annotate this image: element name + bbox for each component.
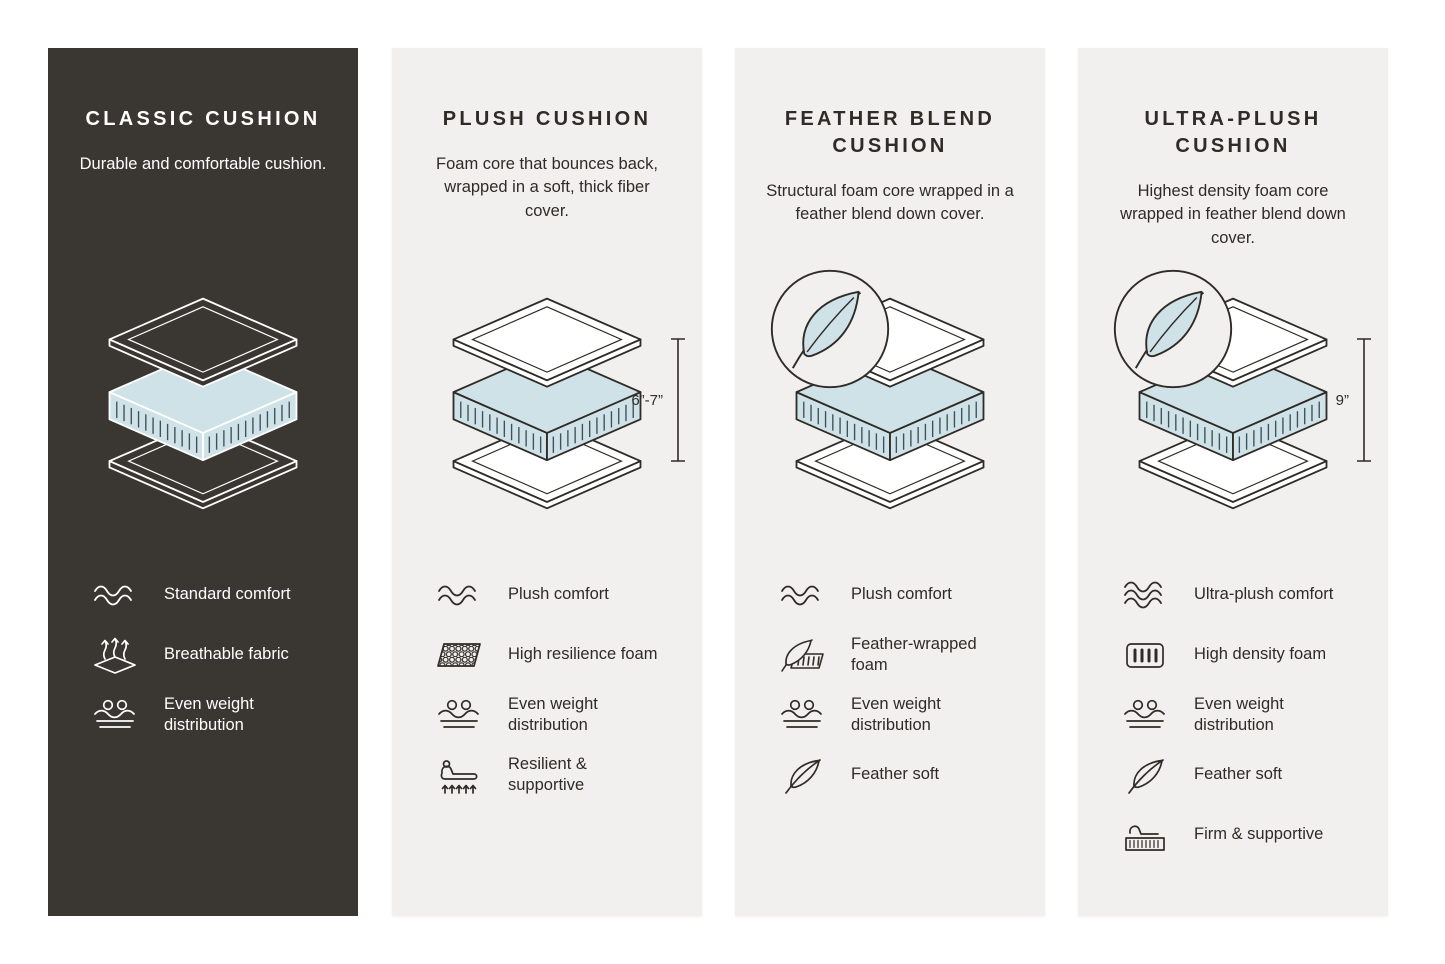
waves-icon (436, 575, 482, 615)
waves3-icon (1122, 575, 1168, 615)
measurement-line-icon (671, 338, 685, 462)
density-icon (1122, 635, 1168, 675)
measurement-line-icon (1357, 338, 1371, 462)
feature-label: Feather soft (851, 765, 940, 784)
feature-item: Breathable fabric (92, 632, 342, 678)
feature-item: Feather soft (779, 752, 1029, 798)
panel-plush-cushion: PLUSH CUSHION Foam core that bounces bac… (392, 48, 702, 916)
firm-icon (1122, 815, 1168, 855)
panel-title: FEATHER BLEND CUSHION (784, 108, 996, 157)
feature-item: Feather-wrapped foam (779, 632, 1029, 678)
feature-item: Feather soft (1122, 752, 1372, 798)
panel-description: Durable and comfortable cushion. (79, 155, 327, 173)
feature-item: Even weight distribution (92, 692, 342, 738)
feature-item: Plush comfort (436, 572, 686, 618)
cushion-layers-diagram (429, 293, 665, 513)
feature-item: High resilience foam (436, 632, 686, 678)
feature-item: Plush comfort (779, 572, 1029, 618)
feature-label: Resilient & supportive (508, 754, 587, 794)
feather-icon (779, 755, 825, 795)
cushion-layers-diagram (85, 293, 321, 513)
thickness-measurement: 9” (1336, 338, 1372, 462)
feather-badge-icon (1111, 267, 1235, 396)
thickness-measurement: 6”-7” (631, 338, 686, 462)
weight-icon (1122, 695, 1168, 735)
weight-icon (436, 695, 482, 735)
panel-title: PLUSH CUSHION (442, 108, 652, 130)
feature-label: Breathable fabric (164, 645, 289, 664)
feature-item: Standard comfort (92, 572, 342, 618)
feature-label: High density foam (1194, 645, 1327, 664)
cushion-layers-icon (429, 293, 665, 513)
waves-icon (779, 575, 825, 615)
panel-title: ULTRA-PLUSH CUSHION (1144, 108, 1322, 157)
panel-description: Highest density foam core wrapped in fea… (1120, 182, 1346, 247)
thickness-label: 9” (1335, 391, 1349, 409)
feature-label: Feather-wrapped foam (851, 634, 977, 674)
feature-label: Even weight distribution (1194, 694, 1284, 734)
panel-title: CLASSIC CUSHION (85, 108, 321, 130)
feature-label: Even weight distribution (851, 694, 941, 734)
feature-label: Feather soft (1194, 765, 1283, 784)
cushion-layers-diagram (772, 293, 1008, 513)
weight-icon (92, 695, 138, 735)
feather-badge-icon (768, 267, 892, 396)
breathable-icon (92, 635, 138, 675)
feature-label: Even weight distribution (508, 694, 598, 734)
feature-label: Firm & supportive (1194, 825, 1324, 844)
feature-item: Even weight distribution (1122, 692, 1372, 738)
feature-label: Ultra-plush comfort (1194, 585, 1334, 604)
panel-description: Foam core that bounces back, wrapped in … (436, 155, 658, 220)
feature-item: Even weight distribution (436, 692, 686, 738)
cushion-layers-diagram (1115, 293, 1351, 513)
feature-label: Plush comfort (851, 585, 952, 604)
lounge-icon (436, 755, 482, 795)
weight-icon (779, 695, 825, 735)
feature-item: Ultra-plush comfort (1122, 572, 1372, 618)
feature-item: High density foam (1122, 632, 1372, 678)
feature-label: Standard comfort (164, 585, 291, 604)
waves-icon (92, 575, 138, 615)
feature-item: Resilient & supportive (436, 752, 686, 798)
feature-label: Plush comfort (508, 585, 609, 604)
panel-classic-cushion: CLASSIC CUSHION Durable and comfortable … (48, 48, 358, 916)
honeycomb-icon (436, 635, 482, 675)
feature-item: Firm & supportive (1122, 812, 1372, 858)
feather-icon (1122, 755, 1168, 795)
feature-label: Even weight distribution (164, 694, 254, 734)
thickness-label: 6”-7” (631, 391, 663, 409)
feature-label: High resilience foam (508, 645, 658, 664)
feather-foam-icon (779, 635, 825, 675)
feature-item: Even weight distribution (779, 692, 1029, 738)
cushion-layers-icon (85, 293, 321, 513)
panel-feather-blend-cushion: FEATHER BLEND CUSHION Structural foam co… (735, 48, 1045, 916)
panel-ultra-plush-cushion: ULTRA-PLUSH CUSHION Highest density foam… (1078, 48, 1388, 916)
panel-description: Structural foam core wrapped in a feathe… (766, 182, 1014, 224)
